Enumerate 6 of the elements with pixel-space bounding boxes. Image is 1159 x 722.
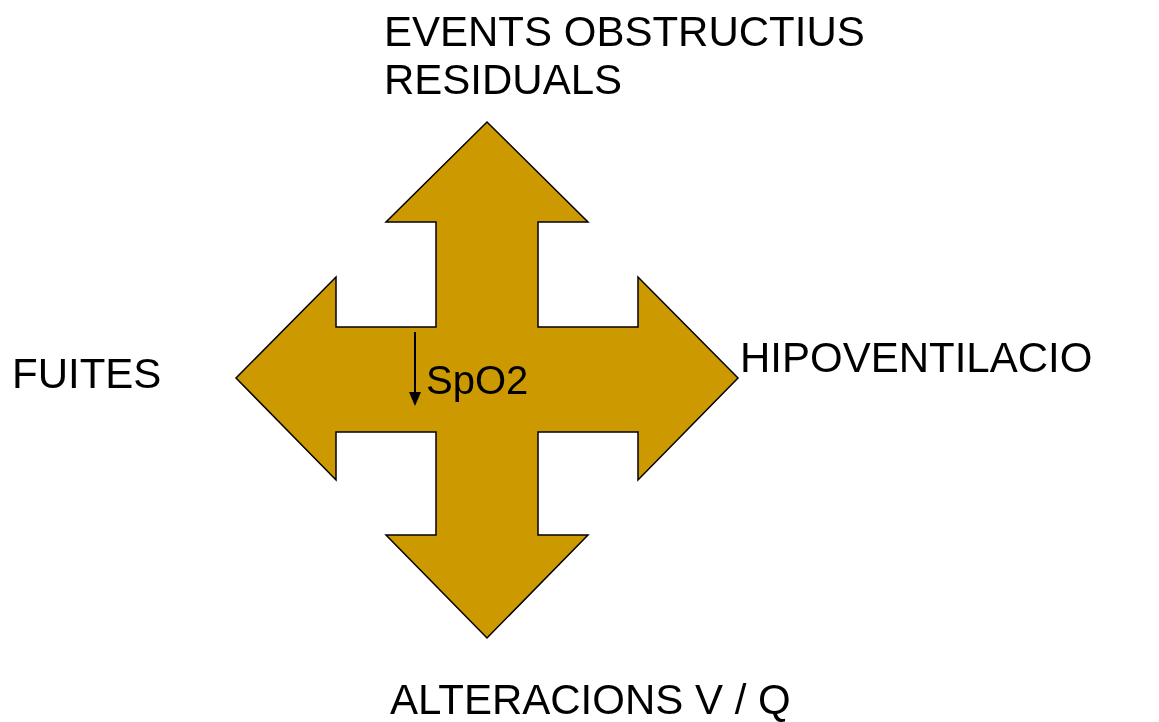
center-label: SpO2	[426, 357, 529, 403]
factor-label: HIPOVENTILACIO	[740, 334, 1094, 382]
factor-label: FUITES	[12, 350, 163, 398]
factor-label: EVENTS OBSTRUCTIUS RESIDUALS	[384, 8, 866, 104]
factor-label: ALTERACIONS V / Q	[390, 676, 792, 722]
four-way-arrow	[236, 122, 739, 639]
